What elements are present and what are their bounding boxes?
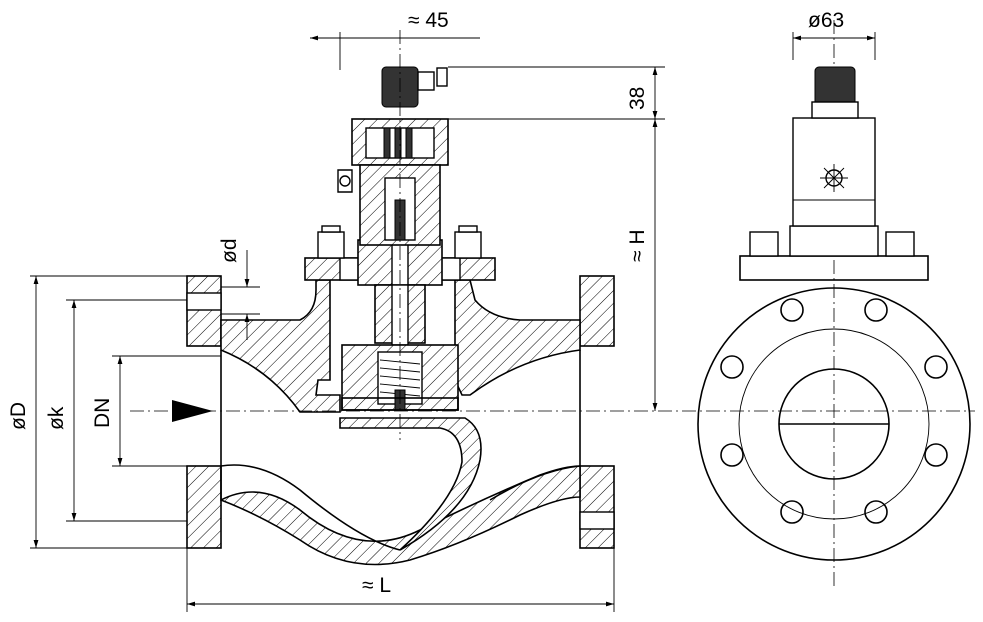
dim-dia-k: øk: [45, 406, 68, 430]
flange-outer: [697, 287, 971, 561]
left-flange-bottom: [186, 465, 222, 549]
dim-height-38: 38: [626, 87, 649, 110]
dimension-lines: ≈ 45 ø63 38 ≈ H ød øD øk DN: [7, 9, 876, 612]
dim-nominal-DN: DN: [91, 398, 114, 428]
bolt-right: [454, 231, 482, 259]
valve-section-view: [172, 66, 615, 566]
dim-hole-d: ød: [218, 238, 241, 263]
coil-terminals: [383, 127, 413, 159]
valve-side-view: [697, 66, 971, 561]
dim-dia-D: øD: [7, 402, 30, 430]
body-upper-right-wall: [454, 279, 581, 396]
body-upper-wall: [220, 279, 341, 413]
right-flange-bottom: [579, 465, 615, 549]
flange-bolt-circle: [738, 328, 930, 520]
dim-width-45: ≈ 45: [408, 9, 449, 32]
dim-height-H: ≈ H: [626, 229, 649, 262]
left-flange-top: [186, 275, 222, 347]
flow-direction-arrow: [172, 400, 213, 422]
dim-dia-63: ø63: [808, 9, 844, 32]
right-flange-top: [579, 275, 615, 347]
side-connector-plug: [814, 66, 856, 108]
dim-length-L: ≈ L: [362, 574, 391, 597]
bolt-left: [317, 231, 345, 259]
flange-bolt-holes: [720, 298, 948, 524]
